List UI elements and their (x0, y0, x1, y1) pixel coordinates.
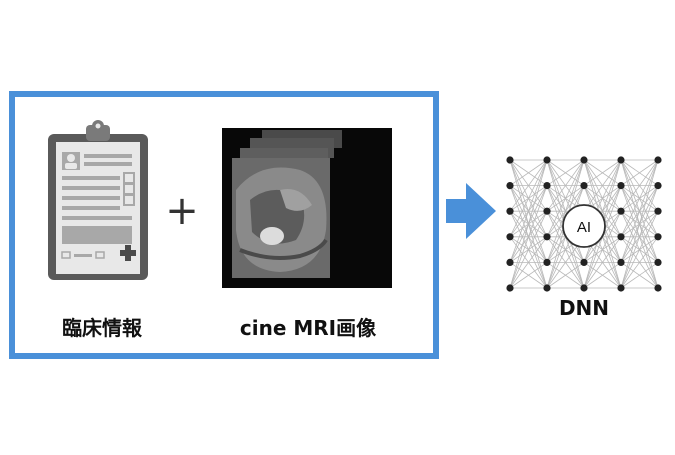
network-connection (620, 159, 659, 212)
network-connection (583, 159, 622, 186)
network-connection (509, 159, 548, 186)
neuron-node (617, 207, 625, 215)
clinical-info-label: 臨床情報 (62, 316, 142, 340)
network-connection (583, 262, 622, 289)
neuron-node (617, 156, 625, 164)
neuron-node (654, 284, 662, 292)
ai-node-label: AI (577, 219, 591, 236)
clipboard-icon (48, 120, 148, 280)
neuron-node (506, 207, 514, 215)
network-connection (509, 159, 548, 237)
neuron-node (617, 233, 625, 241)
neuron-node (543, 207, 551, 215)
neuron-node (543, 233, 551, 241)
mri-label: cine MRI画像 (239, 316, 377, 340)
network-connection (546, 159, 585, 186)
network-connection (620, 262, 659, 289)
neuron-node (654, 233, 662, 241)
neuron-node (543, 258, 551, 266)
neuron-node (654, 207, 662, 215)
neuron-node (543, 156, 551, 164)
neuron-node (506, 284, 514, 292)
neuron-node (543, 284, 551, 292)
neuron-node (543, 182, 551, 190)
network-connection (509, 236, 548, 289)
neuron-node (617, 258, 625, 266)
network-connection (546, 262, 585, 289)
network-connection (620, 236, 659, 289)
network-connection (620, 211, 659, 289)
network-connection (620, 159, 659, 263)
network-connection (509, 159, 548, 212)
neuron-node (506, 258, 514, 266)
network-connection (583, 236, 622, 289)
network-connection (620, 159, 659, 289)
network-connection (546, 159, 585, 263)
neuron-node (617, 182, 625, 190)
neuron-node (580, 182, 588, 190)
network-connection (509, 159, 548, 289)
network-connection (583, 211, 622, 289)
network-connection (509, 211, 548, 289)
neuron-node (654, 182, 662, 190)
neuron-node (654, 156, 662, 164)
mri-image (222, 128, 392, 288)
network-nodes (506, 156, 662, 292)
network-connection (546, 159, 585, 237)
network-connection (620, 159, 659, 186)
ai-node: AI (562, 204, 606, 248)
neuron-node (506, 156, 514, 164)
neuron-node (580, 156, 588, 164)
neuron-node (654, 258, 662, 266)
model-name: DNN (558, 296, 610, 320)
network-connection (509, 262, 548, 289)
network-connection (546, 159, 585, 212)
neuron-node (506, 182, 514, 190)
network-connection (509, 159, 548, 263)
network-connection (620, 185, 659, 289)
network-connection (620, 159, 659, 237)
flow-arrow (446, 183, 496, 239)
network-connection (583, 159, 622, 212)
neuron-node (580, 258, 588, 266)
plus-symbol: + (165, 188, 199, 234)
neuron-node (580, 284, 588, 292)
neuron-node (617, 284, 625, 292)
neuron-node (506, 233, 514, 241)
network-connection (509, 185, 548, 289)
